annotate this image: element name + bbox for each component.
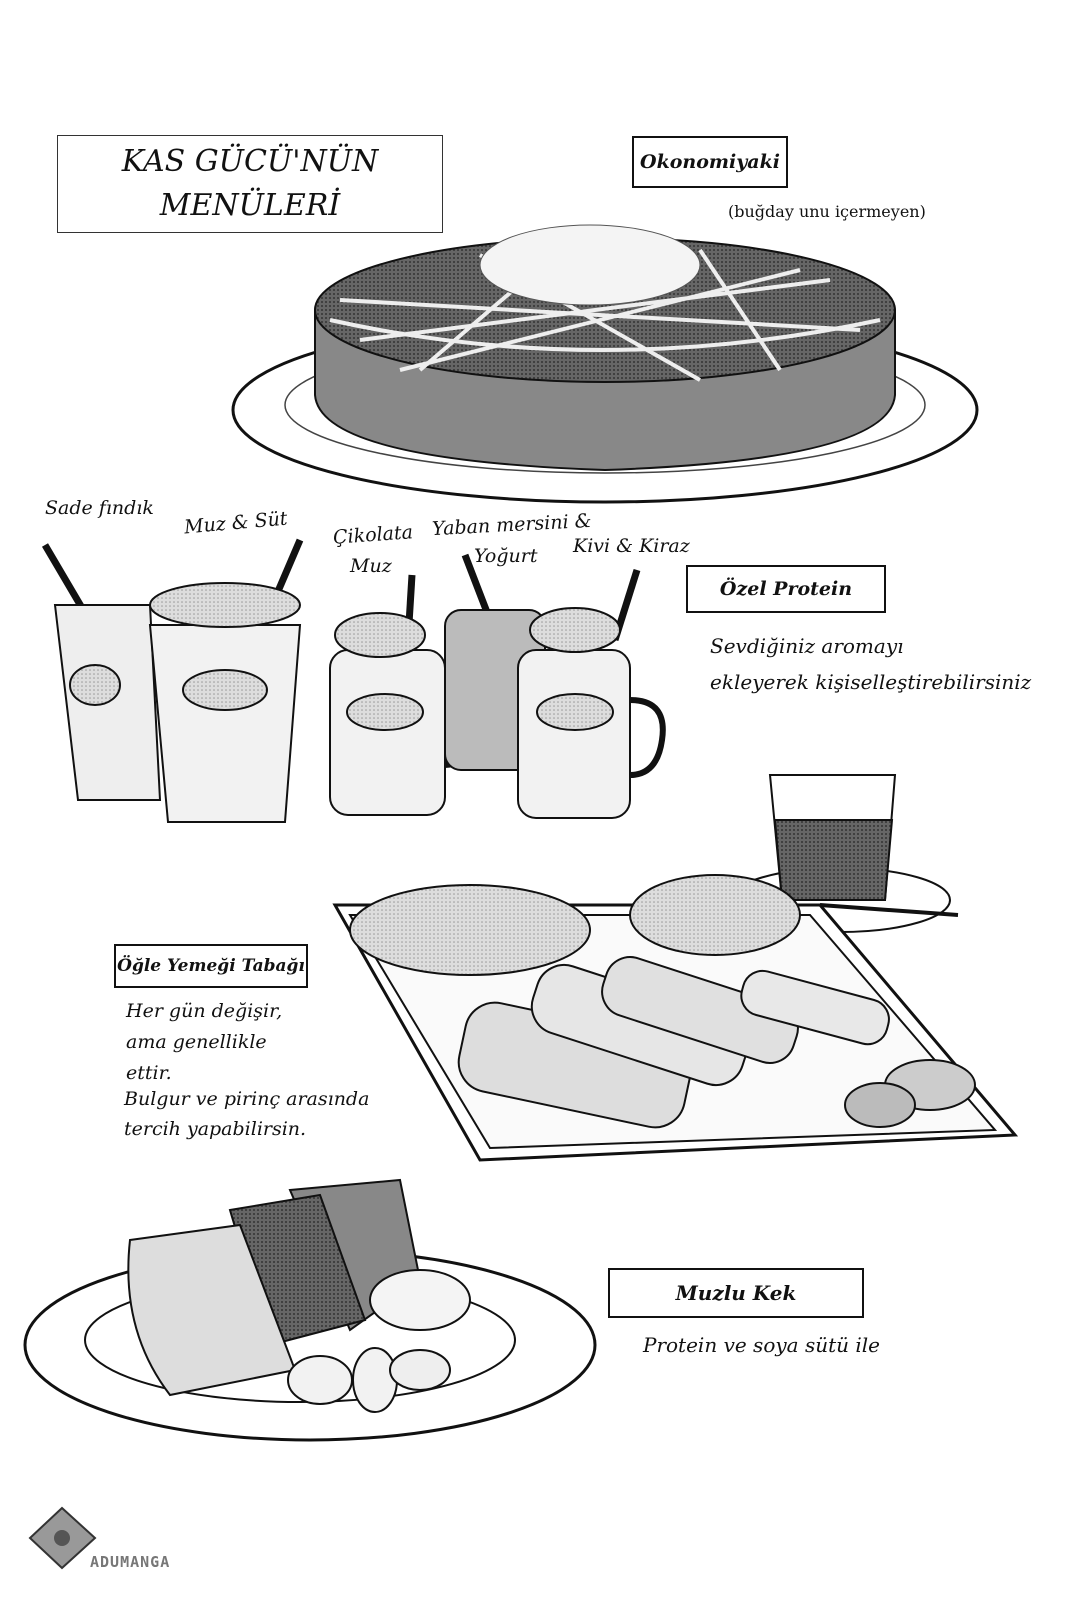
okonomiyaki-note: (buğday unu içermeyen): [728, 202, 926, 221]
watermark-text: ADUMANGA: [90, 1553, 171, 1571]
page-title-line1: KAS GÜCÜ'NÜN: [121, 144, 379, 179]
cake-label: Muzlu Kek: [608, 1268, 864, 1318]
cake-note: Protein ve soya sütü ile: [643, 1333, 880, 1357]
lunch-label: Öğle Yemeği Tabağı: [114, 944, 308, 988]
lunch-line: Bulgur ve pirinç arasında: [124, 1088, 370, 1110]
lunch-line: tercih yapabilirsin.: [124, 1118, 307, 1140]
protein-line2: ekleyerek kişiselleştirebilirsiniz: [710, 670, 1032, 694]
lunch-line: ama genellikle: [126, 1031, 267, 1053]
drink-label-kiwi-cherry: Kivi & Kiraz: [573, 535, 690, 557]
drink-label-yogurt: Yoğurt: [474, 545, 538, 567]
lunch-line: Her gün değişir,: [126, 1000, 283, 1022]
adumanga-logo-icon: [28, 1506, 97, 1570]
protein-line1: Sevdiğiniz aromayı: [710, 634, 904, 658]
protein-drinks-illustration: [41, 538, 666, 823]
banana-cake-illustration: [23, 1178, 597, 1442]
protein-label: Özel Protein: [686, 565, 886, 613]
lunch-tray-illustration: [332, 874, 1019, 1162]
page-title-line2: MENÜLERİ: [159, 188, 341, 223]
drink-label-hazelnut: Sade fındık: [45, 497, 154, 519]
lunch-line: ettir.: [126, 1062, 172, 1084]
okonomiyaki-label: Okonomiyaki: [632, 136, 788, 188]
page-title-box: KAS GÜCÜ'NÜN MENÜLERİ: [57, 135, 443, 233]
okonomiyaki-illustration: [231, 224, 979, 504]
drink-label-banana: Muz: [350, 555, 392, 577]
